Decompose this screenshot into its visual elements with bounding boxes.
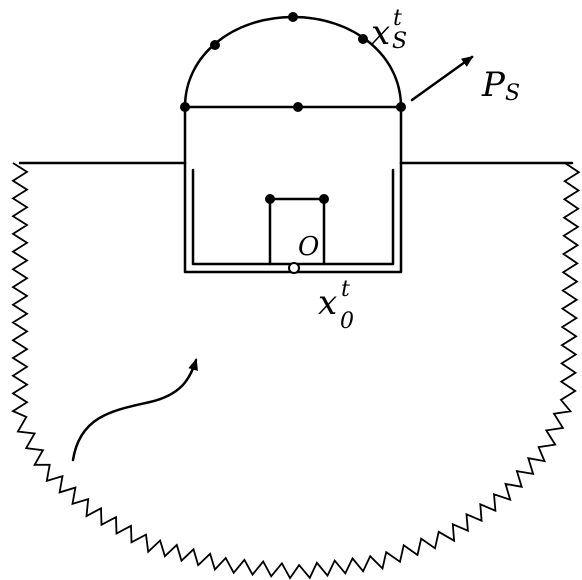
node-origin <box>288 262 300 274</box>
label-x0: x t 0 <box>318 277 354 334</box>
label-x0-sup: t <box>341 277 350 302</box>
node-box-left <box>265 194 275 204</box>
node-dome-right <box>358 34 368 44</box>
foundation <box>183 161 403 274</box>
label-x0-sub: 0 <box>340 309 354 334</box>
superstructure <box>183 15 403 165</box>
label-xs-sub: S <box>392 29 407 54</box>
label-xs: x t S <box>371 6 407 54</box>
label-xs-main: x <box>371 13 390 53</box>
foundation-inner-wall <box>191 168 395 266</box>
label-origin: O <box>298 232 319 262</box>
inner-box <box>268 197 326 266</box>
node-deck-left <box>180 102 190 112</box>
node-points <box>180 12 406 274</box>
label-ps-sub: S <box>505 81 520 106</box>
zigzag-boundary <box>11 162 581 580</box>
foundation-outer-wall <box>183 161 403 274</box>
dome-arc <box>183 15 403 109</box>
label-ps-main: P <box>481 65 506 105</box>
incident-wave-arrow <box>71 358 198 462</box>
label-ps: P S <box>481 65 520 106</box>
node-deck-right <box>396 102 406 112</box>
node-dome-top <box>288 12 298 22</box>
node-box-right <box>319 194 329 204</box>
node-deck-mid <box>293 102 303 112</box>
node-dome-left <box>210 40 220 50</box>
ps-arrow <box>410 55 474 102</box>
label-xs-sup: t <box>393 6 402 31</box>
label-x0-main: x <box>318 283 337 323</box>
